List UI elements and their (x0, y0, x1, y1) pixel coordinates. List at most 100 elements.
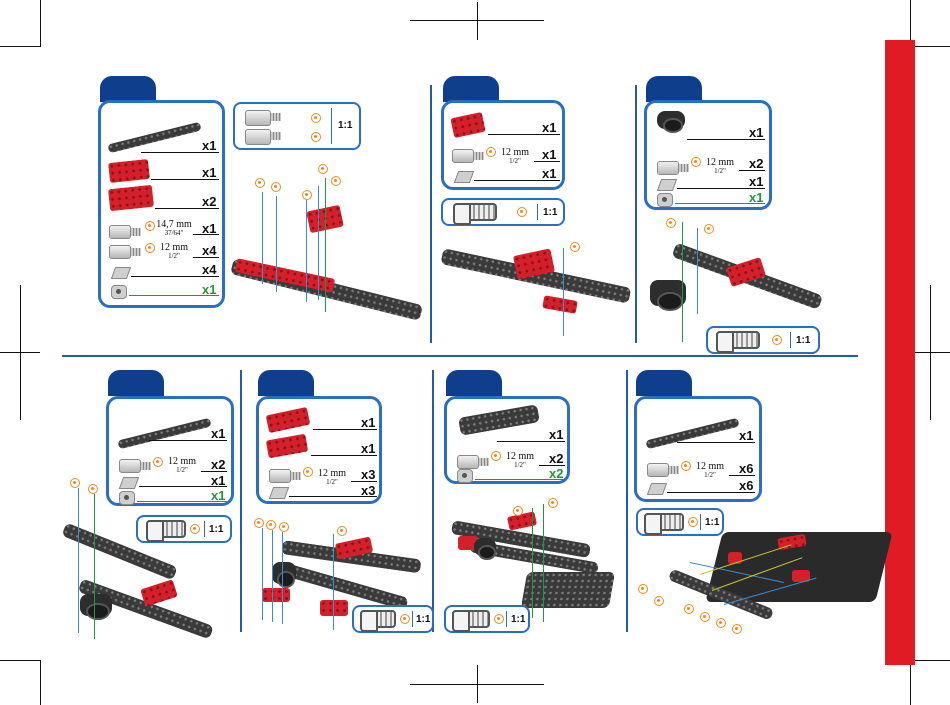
caster-wheel (272, 562, 296, 584)
part-code-icon (255, 178, 265, 188)
column-divider (430, 85, 432, 343)
part-code-icon (337, 526, 347, 536)
screw-actual-size (146, 520, 186, 538)
part-code-icon (279, 522, 289, 532)
part-code-icon (700, 612, 710, 622)
scale-reference-box: 1:1 (444, 605, 530, 633)
part-code-icon (153, 457, 163, 467)
crop-mark (910, 660, 950, 661)
part-code-icon (513, 506, 523, 516)
crop-mark (0, 660, 40, 661)
screw-part (119, 459, 141, 473)
red-block-part (450, 112, 485, 138)
crop-mark (910, 46, 950, 47)
part-code-icon (691, 157, 701, 167)
step-number-tab (100, 76, 156, 102)
part-code-icon (772, 335, 782, 345)
qty-label: x2 (202, 195, 216, 208)
parts-list-box: x1 x1 x2 14,7 mm37/64" x1 12 mm1/2" x4 x… (98, 100, 225, 308)
qty-label: x6 (739, 462, 753, 475)
part-code-icon (716, 618, 726, 628)
qty-label: x1 (542, 167, 556, 180)
qty-label: x1 (211, 427, 225, 440)
caster-wheel (474, 538, 496, 556)
lock-nut-part (111, 285, 127, 299)
part-code-icon (654, 596, 664, 606)
part-code-icon (704, 224, 714, 234)
screw-actual-size (453, 203, 497, 221)
scale-reference-box: 1:1 (352, 605, 434, 633)
qty-label: x2 (749, 157, 763, 170)
red-bracket-part (108, 185, 154, 211)
qty-label: x1 (361, 416, 375, 429)
lock-nut-part (119, 491, 135, 505)
column-divider (432, 370, 434, 632)
qty-label: x1 (202, 283, 216, 296)
qty-label: x1 (549, 428, 563, 441)
qty-label: x2 (549, 452, 563, 465)
red-bracket (262, 588, 290, 602)
screw-actual-size (245, 129, 271, 145)
square-nut-part (647, 483, 667, 495)
part-code-icon (266, 520, 276, 530)
scale-ratio: 1:1 (209, 524, 223, 535)
caster-wheel-part (657, 111, 685, 129)
screw-part (647, 463, 669, 477)
square-nut-part (269, 487, 289, 499)
part-code-icon (570, 242, 580, 252)
part-code-icon (688, 517, 698, 527)
scale-ratio: 1:1 (705, 517, 719, 528)
qty-label: x4 (202, 263, 216, 276)
part-code-icon (190, 524, 200, 534)
part-code-icon (486, 147, 496, 157)
part-code-icon (400, 614, 410, 624)
part-code-icon (666, 218, 676, 228)
column-divider (240, 370, 242, 632)
screw-actual-size (360, 610, 396, 628)
row-divider (62, 355, 858, 357)
qty-label: x6 (739, 479, 753, 492)
base-plate-part (458, 404, 540, 436)
part-code-icon (70, 478, 80, 488)
registration-mark (477, 2, 478, 40)
crop-mark (40, 660, 41, 705)
qty-label: x1 (542, 121, 556, 134)
qty-label: x1 (361, 442, 375, 455)
part-code-icon (681, 461, 691, 471)
step-number-tab (636, 370, 692, 396)
qty-label: x2 (211, 458, 225, 471)
perforated-strip-part (645, 418, 739, 450)
part-code-icon (318, 164, 328, 174)
step-number-tab (443, 76, 499, 102)
part-code-icon (145, 243, 155, 253)
registration-mark (912, 352, 950, 353)
qty-label: x1 (211, 489, 225, 502)
step-number-tab (646, 76, 702, 102)
scale-ratio: 1:1 (511, 614, 525, 625)
qty-label: x1 (749, 175, 763, 188)
part-code-icon (494, 614, 504, 624)
part-code-icon (517, 207, 527, 217)
red-bracket (320, 600, 348, 616)
screw-part (452, 149, 474, 163)
qty-label: x3 (361, 468, 375, 481)
qty-label: x1 (749, 191, 763, 204)
part-code-icon (491, 451, 501, 461)
registration-mark (930, 285, 931, 420)
registration-mark (20, 285, 21, 420)
part-code-icon (732, 624, 742, 634)
scale-reference-box: 1:1 (706, 326, 820, 354)
part-code-icon (302, 190, 312, 200)
part-code-icon (684, 604, 694, 614)
qty-label: x1 (749, 126, 763, 139)
screw-part (457, 455, 479, 469)
scale-reference-box: 1:1 (441, 198, 565, 226)
screw-part (269, 469, 291, 483)
